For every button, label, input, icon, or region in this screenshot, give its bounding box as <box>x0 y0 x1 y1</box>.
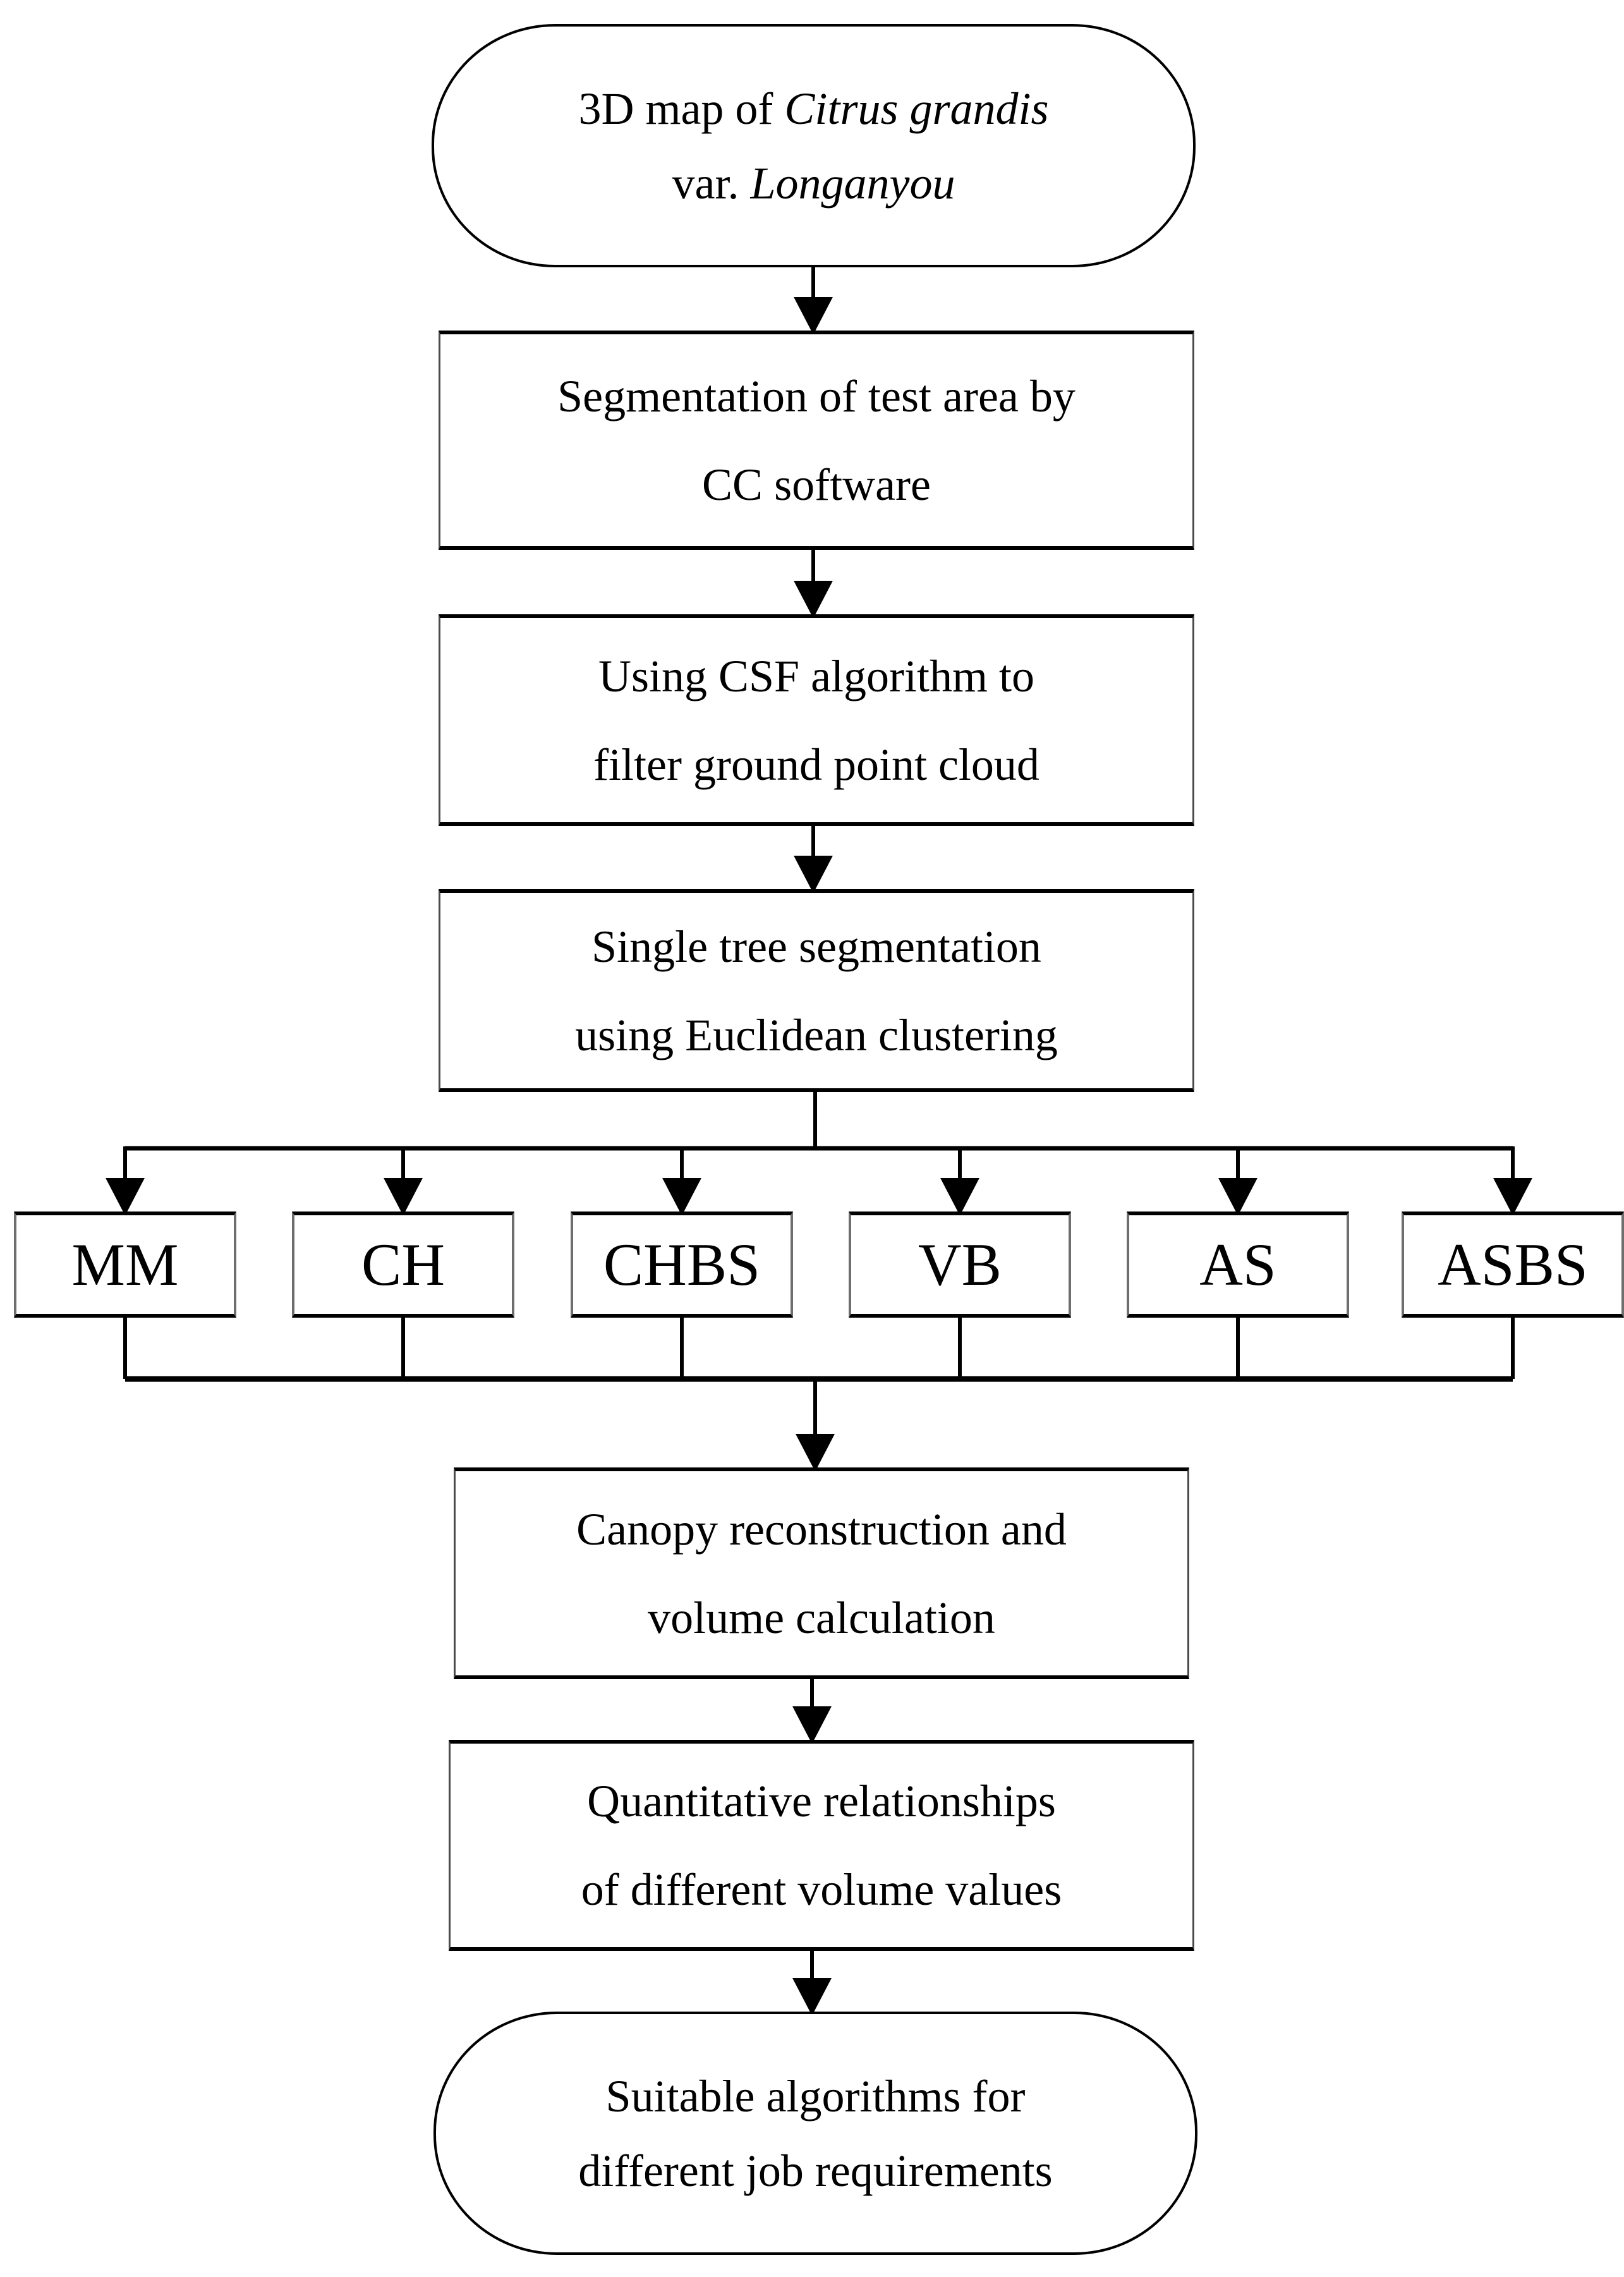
end-node-line2: different job requirements <box>578 2145 1053 2196</box>
algorithm-box-mm: MM <box>14 1211 236 1318</box>
csf-filter-line2: filter ground point cloud <box>593 739 1039 790</box>
algorithm-label-vb: VB <box>918 1230 1002 1298</box>
segmentation-line1: Segmentation of test area by <box>557 370 1076 422</box>
algorithm-box-chbs: CHBS <box>571 1211 793 1318</box>
start-node-line2: var. Longanyou <box>672 157 955 209</box>
algorithm-label-ch: CH <box>361 1230 445 1298</box>
algorithm-label-chbs: CHBS <box>603 1230 761 1298</box>
algorithm-label-as: AS <box>1199 1230 1276 1298</box>
end-node-line1: Suitable algorithms for <box>605 2070 1026 2122</box>
algorithm-box-vb: VB <box>849 1211 1071 1318</box>
quantitative-line2: of different volume values <box>581 1864 1062 1915</box>
canopy-line2: volume calculation <box>648 1592 995 1643</box>
segmentation-node: Segmentation of test area by CC software <box>439 331 1194 550</box>
algorithm-box-asbs: ASBS <box>1402 1211 1624 1318</box>
algorithm-label-mm: MM <box>71 1230 179 1298</box>
csf-filter-line1: Using CSF algorithm to <box>598 650 1035 701</box>
csf-filter-node: Using CSF algorithm to filter ground poi… <box>439 614 1194 826</box>
start-node: 3D map of Citrus grandis var. Longanyou <box>432 24 1196 267</box>
end-node: Suitable algorithms for different job re… <box>433 2012 1197 2255</box>
single-tree-node: Single tree segmentation using Euclidean… <box>439 889 1194 1092</box>
start-node-line1: 3D map of Citrus grandis <box>578 83 1049 134</box>
algorithm-box-ch: CH <box>292 1211 514 1318</box>
segmentation-line2: CC software <box>702 459 931 510</box>
quantitative-line1: Quantitative relationships <box>587 1776 1056 1826</box>
algorithm-label-asbs: ASBS <box>1438 1230 1588 1298</box>
quantitative-node: Quantitative relationships of different … <box>449 1740 1194 1951</box>
canopy-node: Canopy reconstruction and volume calcula… <box>454 1467 1189 1679</box>
single-tree-line2: using Euclidean clustering <box>575 1009 1058 1060</box>
single-tree-line1: Single tree segmentation <box>591 921 1041 972</box>
canopy-line1: Canopy reconstruction and <box>576 1503 1067 1555</box>
algorithm-box-as: AS <box>1127 1211 1349 1318</box>
